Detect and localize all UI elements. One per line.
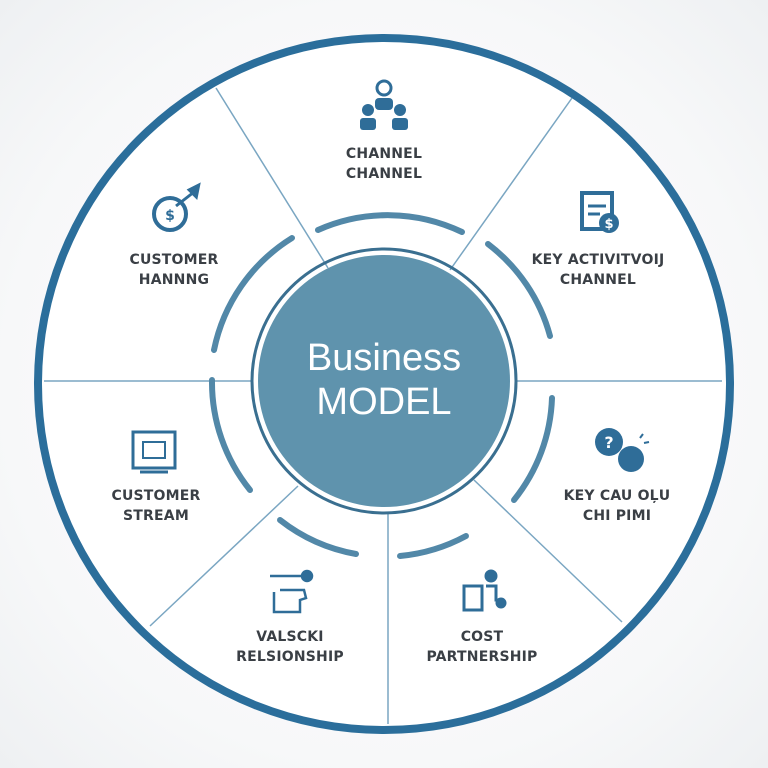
svg-text:$: $ (604, 217, 613, 232)
segment-label-top: CHANNEL CHANNEL (346, 144, 422, 184)
segment-dividers (44, 87, 722, 724)
arc (315, 212, 465, 235)
segment-label-bottom-left: VALSCKI RELSIONSHIP (236, 627, 344, 667)
target-cycle-icon: $ (152, 182, 201, 232)
arc (211, 235, 295, 353)
divider (449, 97, 573, 271)
center-circle (258, 255, 510, 507)
arc (208, 377, 253, 493)
divider (473, 479, 623, 623)
segment-label-right: KEY CAU OĻU CHI PIMI (564, 486, 671, 526)
segment-label-top-right: KEY ACTIVITVOIJ CHANNEL (532, 250, 665, 290)
inner-arcs (208, 212, 555, 559)
segment-line1: CUSTOMER (129, 252, 219, 268)
center-ring (250, 247, 518, 515)
people-group-icon (360, 79, 408, 130)
segment-line1: KEY CAU OĻU (563, 488, 671, 504)
segment-line1: KEY ACTIVITVOIJ (531, 252, 665, 268)
divider (215, 87, 329, 269)
svg-text:$: $ (165, 208, 175, 224)
document-dollar-icon: $ (580, 191, 619, 233)
person-desk-icon (462, 569, 507, 612)
arc (485, 241, 553, 339)
center-title-line1: Business (306, 337, 462, 379)
segment-line2: CHANNEL (559, 272, 637, 288)
arc (277, 517, 359, 557)
segment-line2: CHI PIMI (582, 508, 652, 524)
segment-line2: RELSIONSHIP (236, 649, 344, 665)
arc (397, 533, 469, 559)
svg-text:?: ? (604, 433, 613, 452)
segment-line2: CHANNEL (345, 166, 423, 182)
segment-label-bottom-right: COST PARTNERSHIP (426, 627, 537, 667)
monitor-icon (131, 430, 177, 474)
handshake-tool-icon (270, 569, 314, 614)
segment-line1: COST (460, 629, 504, 645)
segment-label-top-left: CUSTOMER HANNNG (129, 250, 218, 290)
center-title-line2: MODEL (316, 381, 452, 423)
segment-line2: STREAM (123, 508, 189, 524)
center-title: Business MODEL (307, 336, 461, 424)
segment-line1: CHANNEL (345, 146, 423, 162)
arc (511, 395, 555, 503)
question-chat-icon: ? (595, 428, 650, 472)
segment-line2: HANNNG (138, 272, 210, 288)
segment-label-left: CUSTOMER STREAM (111, 486, 200, 526)
divider (149, 485, 299, 627)
segment-line2: PARTNERSHIP (426, 649, 538, 665)
segment-line1: VALSCKI (256, 629, 324, 645)
segment-line1: CUSTOMER (111, 488, 201, 504)
